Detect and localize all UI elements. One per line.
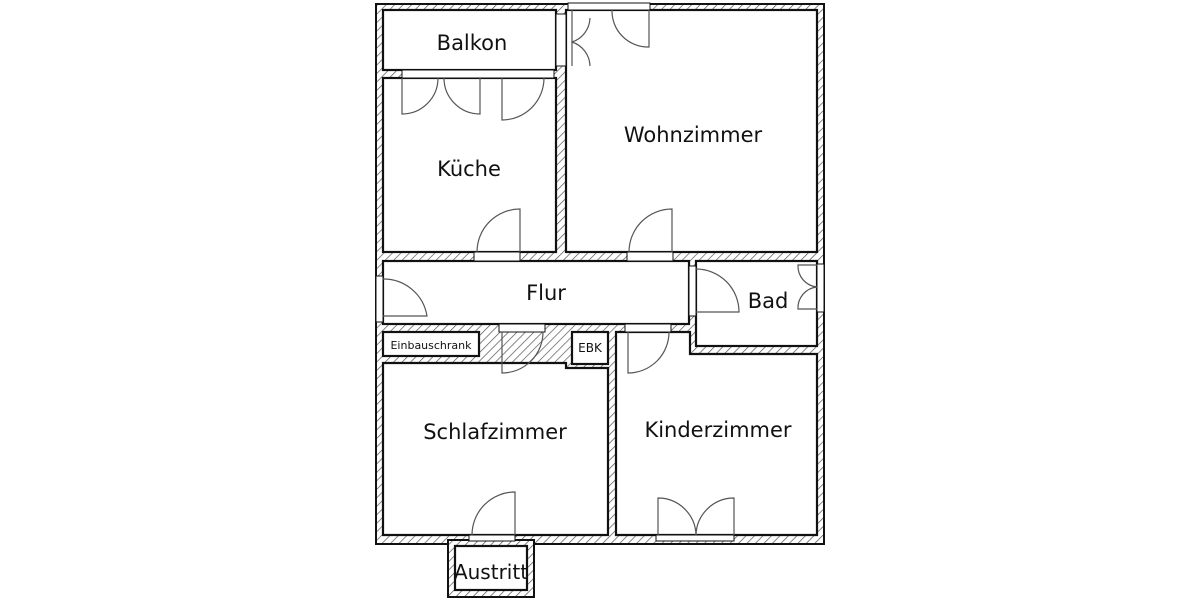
- door-icon: [627, 331, 670, 374]
- door-icon: [695, 497, 735, 536]
- door-icon: [501, 331, 544, 374]
- room-austritt: [453, 544, 529, 592]
- door-openings: [375, 2, 825, 542]
- room-labels: Balkon Wohnzimmer Küche Flur Bad Einbaus…: [390, 31, 791, 584]
- room-wohnzimmer: [564, 8, 819, 254]
- door-icon: [611, 9, 650, 48]
- door-icon: [571, 41, 591, 67]
- room-kinderzimmer: [614, 330, 819, 537]
- room-schlafzimmer: [381, 361, 610, 537]
- label-ebk: EBK: [578, 341, 603, 355]
- door-icon: [628, 208, 673, 253]
- label-einbauschrank: Einbauschrank: [390, 339, 472, 352]
- door-swings: [382, 9, 818, 536]
- door-icon: [797, 264, 818, 288]
- door-icon: [476, 208, 521, 253]
- label-kinderzimmer: Kinderzimmer: [644, 418, 791, 442]
- door-icon: [501, 77, 545, 121]
- label-austritt: Austritt: [454, 560, 528, 584]
- label-schlafzimmer: Schlafzimmer: [423, 420, 567, 444]
- room-ebk: [570, 330, 610, 366]
- door-icon: [657, 497, 697, 536]
- room-bad: [694, 259, 819, 348]
- door-icon: [695, 268, 740, 313]
- rooms: [381, 8, 819, 592]
- label-balkon: Balkon: [437, 31, 508, 55]
- door-icon: [443, 77, 481, 115]
- label-flur: Flur: [526, 281, 566, 305]
- label-wohnzimmer: Wohnzimmer: [624, 123, 763, 147]
- room-kueche: [381, 76, 558, 254]
- door-icon: [401, 77, 439, 115]
- door-icon: [471, 491, 516, 536]
- label-bad: Bad: [748, 289, 789, 313]
- label-kueche: Küche: [437, 157, 501, 181]
- door-icon: [797, 286, 818, 310]
- door-icon: [382, 278, 428, 317]
- room-einbauschrank: [381, 330, 481, 358]
